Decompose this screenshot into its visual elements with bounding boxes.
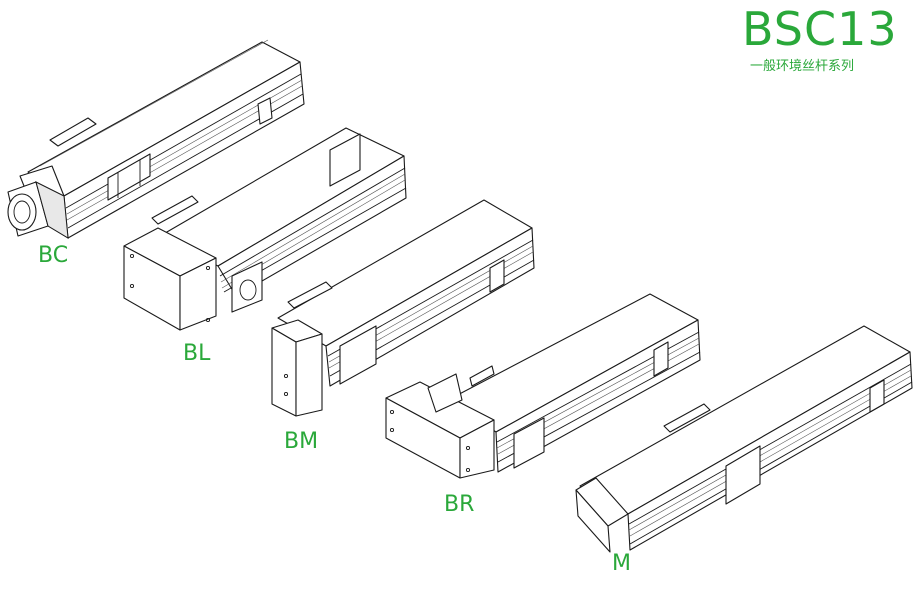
actuator-bm-drawing	[271, 199, 535, 417]
page-title: BSC13	[742, 2, 898, 56]
variant-label-m: M	[612, 551, 631, 576]
page-subtitle: 一般环境丝杆系列	[750, 59, 855, 74]
variant-label-bl: BL	[183, 341, 211, 366]
actuator-bc-drawing	[7, 39, 305, 239]
variant-label-bm: BM	[284, 429, 319, 454]
actuator-br-drawing	[385, 293, 701, 479]
variant-label-br: BR	[444, 492, 475, 517]
actuator-bl-drawing	[123, 127, 407, 331]
actuator-m-drawing	[575, 325, 913, 553]
variant-label-bc: BC	[38, 243, 69, 268]
